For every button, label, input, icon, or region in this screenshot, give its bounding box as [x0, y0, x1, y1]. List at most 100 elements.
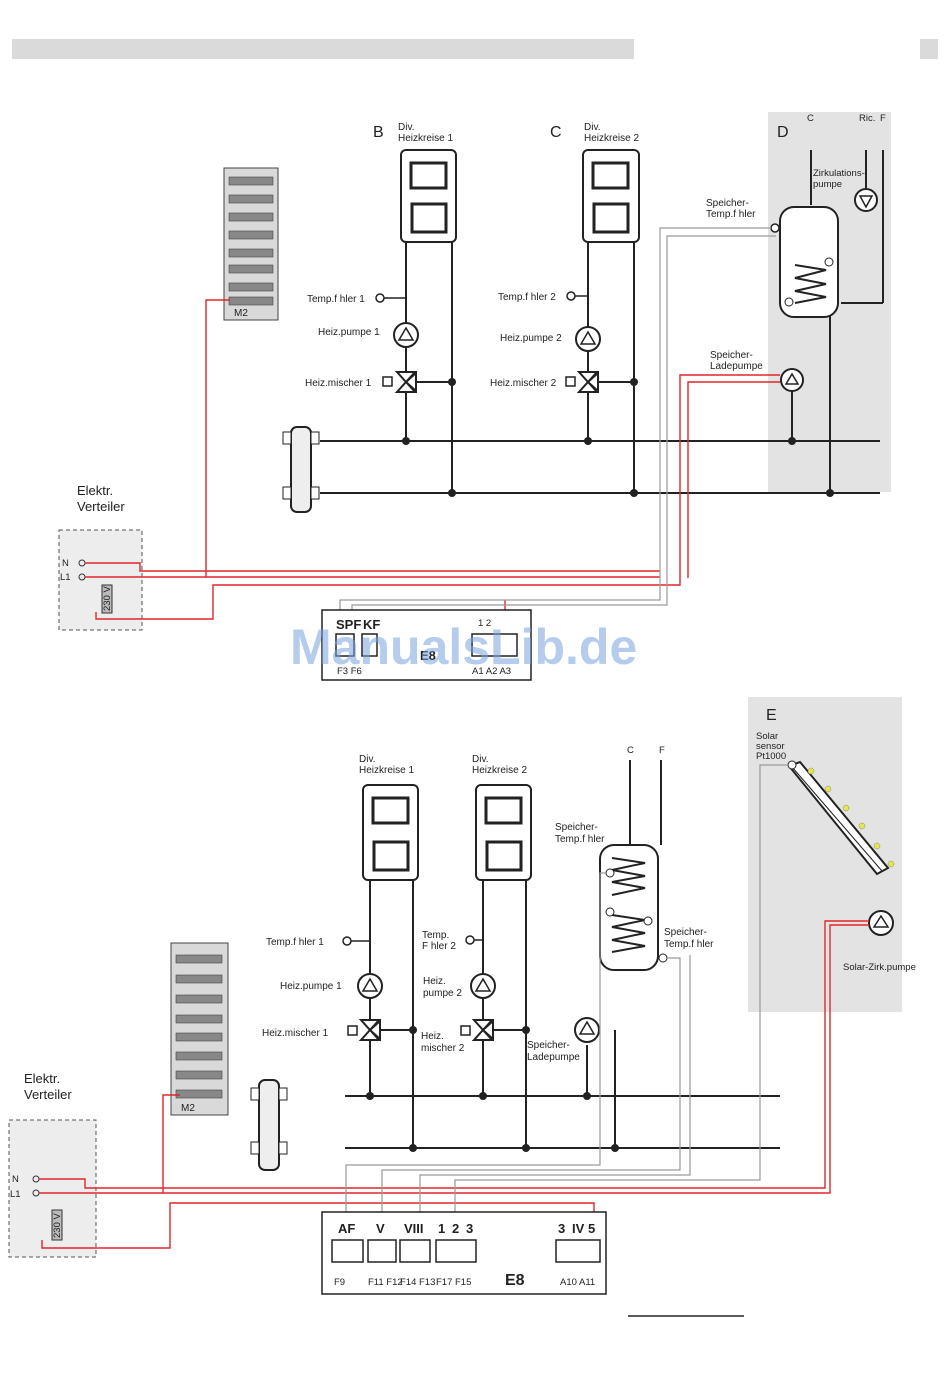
svg-text:Verteiler: Verteiler	[24, 1087, 72, 1102]
svg-text:Zirkulations-: Zirkulations-	[813, 168, 865, 179]
hydraulic-separator-bottom	[250, 1079, 288, 1171]
svg-text:pumpe: pumpe	[813, 179, 842, 190]
svg-text:230 V: 230 V	[102, 586, 113, 611]
zirkulation-pump	[854, 188, 878, 212]
svg-text:sensor: sensor	[756, 741, 785, 752]
bottom-schematic: M2 Elektr. Verteiler N L1 230 V	[8, 697, 916, 1295]
svg-text:SPF: SPF	[336, 617, 361, 632]
svg-text:VIII: VIII	[404, 1221, 424, 1236]
svg-text:Div.: Div.	[584, 122, 600, 133]
svg-text:Speicher-: Speicher-	[706, 198, 749, 209]
mixer-1-bottom	[347, 1018, 382, 1042]
svg-text:Heizkreise 1: Heizkreise 1	[398, 133, 453, 144]
storage-tank-top	[779, 206, 839, 318]
svg-text:Heizkreise 1: Heizkreise 1	[359, 765, 414, 776]
svg-text:F hler 2: F hler 2	[422, 941, 456, 952]
svg-text:F17 F15: F17 F15	[436, 1277, 471, 1288]
svg-text:Heiz.: Heiz.	[423, 976, 446, 987]
svg-text:N: N	[12, 1174, 19, 1185]
svg-text:L1: L1	[10, 1189, 21, 1200]
svg-text:Heiz.mischer 2: Heiz.mischer 2	[490, 378, 557, 389]
radiator-c	[582, 149, 640, 243]
svg-text:A10 A11: A10 A11	[560, 1277, 595, 1288]
top-schematic: M2 Elektr. Verteiler N L1 230 V	[58, 112, 891, 681]
svg-text:Elektr.: Elektr.	[24, 1071, 60, 1086]
bottom-red-wires	[39, 920, 869, 1249]
svg-text:C: C	[550, 124, 562, 141]
svg-text:Temp.f hler: Temp.f hler	[555, 834, 605, 845]
svg-text:M2: M2	[234, 308, 248, 319]
svg-text:V: V	[376, 1221, 385, 1236]
top-labels: B C D Div. Heizkreise 1 Div. Heizkreise …	[305, 113, 886, 389]
sensor-temp-2-bottom	[465, 935, 483, 945]
storage-tank-bottom	[599, 844, 668, 971]
top-pipes	[320, 150, 884, 494]
svg-text:Temp.f hler 1: Temp.f hler 1	[266, 937, 324, 948]
svg-text:B: B	[373, 124, 384, 141]
svg-text:E8: E8	[505, 1272, 525, 1289]
sensor-temp-1-bottom	[342, 936, 370, 946]
svg-text:5: 5	[588, 1221, 595, 1236]
sensor-speicher-top	[770, 223, 780, 233]
svg-text:Speicher-: Speicher-	[710, 350, 753, 361]
svg-text:230 V: 230 V	[52, 1213, 63, 1238]
svg-text:Div.: Div.	[359, 754, 375, 765]
sun-rays	[807, 767, 895, 868]
controller-bottom: AF V VIII 1 2 3 3 IV 5 E8 F9 F11 F12 F14…	[321, 1211, 607, 1295]
svg-text:Heiz.pumpe 2: Heiz.pumpe 2	[500, 333, 562, 344]
top-red-wires	[85, 299, 780, 624]
m2-module-top: M2	[223, 167, 279, 321]
svg-text:N: N	[62, 558, 69, 569]
svg-text:Ladepumpe: Ladepumpe	[527, 1052, 580, 1063]
svg-text:Temp.f hler 1: Temp.f hler 1	[307, 294, 365, 305]
svg-text:A1 A2 A3: A1 A2 A3	[472, 666, 511, 677]
sensor-temp-2	[566, 291, 588, 301]
watermark: ManualsLib.de	[290, 619, 637, 675]
sensor-temp-1	[375, 293, 406, 303]
svg-text:D: D	[777, 124, 789, 141]
svg-text:KF: KF	[363, 617, 380, 632]
mixer-2	[565, 370, 600, 394]
svg-text:Heizkreise 2: Heizkreise 2	[472, 765, 527, 776]
svg-text:IV: IV	[572, 1221, 585, 1236]
svg-text:F14 F13: F14 F13	[400, 1277, 435, 1288]
mixer-1	[382, 370, 418, 394]
lade-pump-bottom	[574, 1017, 600, 1043]
svg-text:Speicher-: Speicher-	[555, 822, 598, 833]
pump-1-bottom	[357, 973, 383, 999]
svg-text:M2: M2	[181, 1103, 195, 1114]
controller-top: SPF KF E8 1 2 F3 F6 A1 A2 A3	[321, 609, 532, 681]
radiator-b	[400, 149, 457, 243]
svg-text:Div.: Div.	[398, 122, 414, 133]
svg-text:C: C	[807, 113, 814, 124]
electric-distributor-top: Elektr. Verteiler N L1 230 V	[58, 483, 143, 631]
radiator-c-bottom	[475, 784, 532, 881]
bottom-pipe-junctions	[366, 1026, 619, 1152]
header-bar-small	[920, 39, 938, 59]
svg-text:1: 1	[438, 1221, 445, 1236]
svg-text:Temp.f hler: Temp.f hler	[706, 209, 756, 220]
pump-1	[393, 322, 419, 348]
svg-text:3: 3	[466, 1221, 473, 1236]
top-pipe-junctions	[402, 378, 834, 497]
svg-text:AF: AF	[338, 1221, 355, 1236]
bottom-gray-wires	[345, 764, 788, 1235]
svg-text:Solar: Solar	[756, 731, 778, 742]
svg-text:E: E	[766, 707, 777, 724]
hydraulic-separator-top	[282, 426, 320, 513]
m2-module-bottom: M2	[170, 942, 229, 1116]
svg-text:Pt1000: Pt1000	[756, 751, 786, 762]
svg-text:Ric.: Ric.	[859, 113, 875, 124]
svg-text:pumpe 2: pumpe 2	[423, 988, 462, 999]
svg-text:F: F	[659, 745, 665, 756]
svg-text:Heiz.pumpe 1: Heiz.pumpe 1	[280, 981, 342, 992]
svg-text:F3 F6: F3 F6	[337, 666, 362, 677]
svg-text:1 2: 1 2	[478, 618, 491, 629]
pump-2	[575, 326, 601, 352]
svg-text:Speicher-: Speicher-	[527, 1040, 570, 1051]
svg-text:Ladepumpe: Ladepumpe	[710, 361, 763, 372]
svg-text:L1: L1	[60, 572, 71, 583]
svg-text:Temp.f hler 2: Temp.f hler 2	[498, 292, 556, 303]
svg-text:Elektr.: Elektr.	[77, 483, 113, 498]
